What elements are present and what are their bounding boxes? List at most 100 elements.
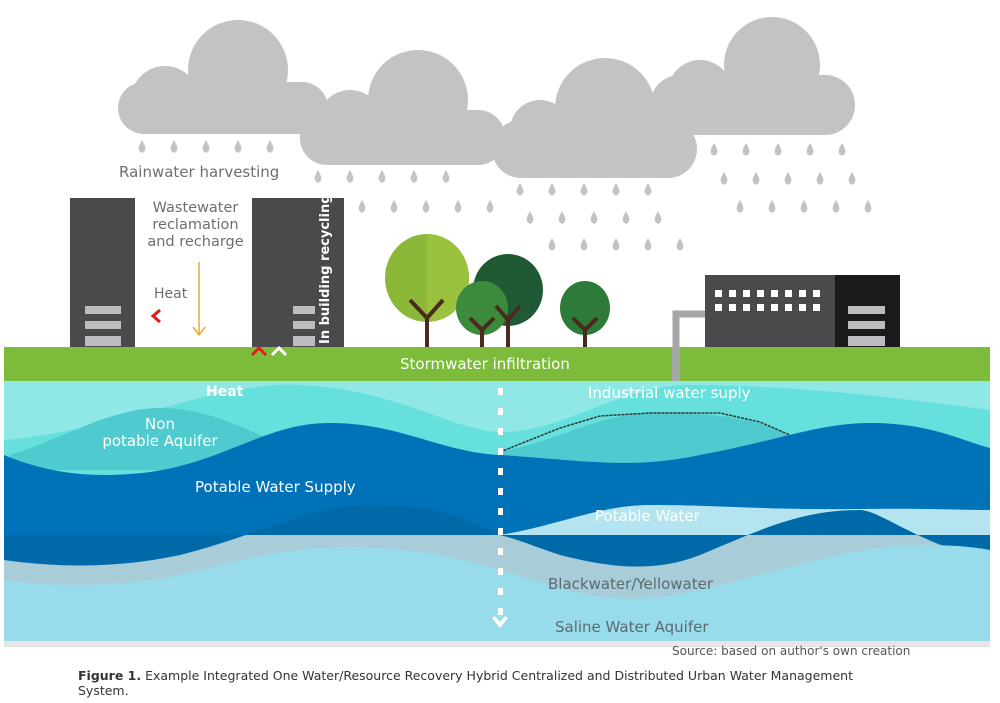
rain-drop [526,211,534,224]
factory-window [771,290,778,297]
rain-drop [138,140,146,153]
factory-window [729,304,736,311]
heat-arrow-icon [150,308,161,324]
subsurface-layers [4,381,990,647]
cloud [300,50,505,165]
rain-drop [654,211,662,224]
rain-drop [784,172,792,185]
label-line: and recharge [147,234,244,250]
label-potable-supply: Potable Water Supply [195,478,356,496]
label-heat-top: Heat [154,286,188,302]
rain-drop [806,143,814,156]
rain-drop [742,143,750,156]
factory-window [813,304,820,311]
dot [498,388,503,395]
cloud [118,20,328,134]
building-left [70,198,135,348]
rain-drop [774,143,782,156]
rain-drop [590,211,598,224]
factory-window [785,290,792,297]
dot [498,408,503,415]
factory-window [799,290,806,297]
rain-drop [612,183,620,196]
label-heat-water: Heat [206,384,244,400]
dot [498,428,503,435]
dot [498,508,503,515]
factory-window [715,304,722,311]
dot [498,608,503,615]
rain-drop [266,140,274,153]
dot [498,448,503,455]
building-right [252,198,344,348]
dot [498,468,503,475]
factory-window [729,290,736,297]
infiltration-dotted-line [498,388,503,615]
factory-window [799,304,806,311]
factory-window [715,290,722,297]
factory-window [785,304,792,311]
rain-drop [622,211,630,224]
label-industrial: Industrial water suply [588,384,751,402]
factory-window [743,304,750,311]
label-potable-water: Potable Water [595,507,700,525]
rain-drop [202,140,210,153]
label-wastewater: Wastewater reclamation and recharge [138,200,253,251]
cloud [492,58,697,178]
rain-drop [768,200,776,213]
label-in-building-recycling: In building recycling [318,194,333,344]
rain-drop [234,140,242,153]
label-saline: Saline Water Aquifer [555,618,709,636]
dot [498,568,503,575]
factory-window [743,290,750,297]
rain-drop [644,183,652,196]
source-note: Source: based on author's own creation [672,644,911,658]
trees [385,234,610,350]
rain-drop [832,200,840,213]
rain-drop [558,211,566,224]
down-arrow-icon [492,616,508,628]
rain-drop [442,170,450,183]
rain-drop [720,172,728,185]
rain-drop [676,238,684,251]
rain-drop [486,200,494,213]
label-line: Wastewater [152,200,239,216]
factory-window [757,304,764,311]
rain-drop [422,200,430,213]
label-non-potable-aquifer: Non potable Aquifer [95,416,225,450]
factory-window [771,304,778,311]
rain-drop [390,200,398,213]
dot [498,488,503,495]
ground [4,347,990,381]
rain-drop [838,143,846,156]
rain-drop [800,200,808,213]
rain-drop [710,143,718,156]
label-line: potable Aquifer [102,432,218,450]
rain-drop [752,172,760,185]
rain-drop [580,183,588,196]
caption-label: Figure 1. [78,668,142,683]
figure-caption: Figure 1. Example Integrated One Water/R… [78,668,898,698]
dot [498,528,503,535]
dot [498,588,503,595]
factory-window [813,290,820,297]
label-line: reclamation [152,217,239,233]
rain-drop [410,170,418,183]
label-blackwater: Blackwater/Yellowater [548,575,714,593]
factory [672,275,900,382]
label-rainwater-harvesting: Rainwater harvesting [119,163,280,181]
rain-drop [170,140,178,153]
rain-drops [138,140,872,251]
rain-drop [580,238,588,251]
label-line: Non [145,415,175,433]
rain-drop [864,200,872,213]
rain-drop [314,170,322,183]
dot [498,548,503,555]
cloud [650,17,855,135]
rain-drop [612,238,620,251]
rain-drop [346,170,354,183]
label-stormwater: Stormwater infiltration [400,355,570,373]
caption-text: Example Integrated One Water/Resource Re… [78,668,853,698]
rain-drop [358,200,366,213]
